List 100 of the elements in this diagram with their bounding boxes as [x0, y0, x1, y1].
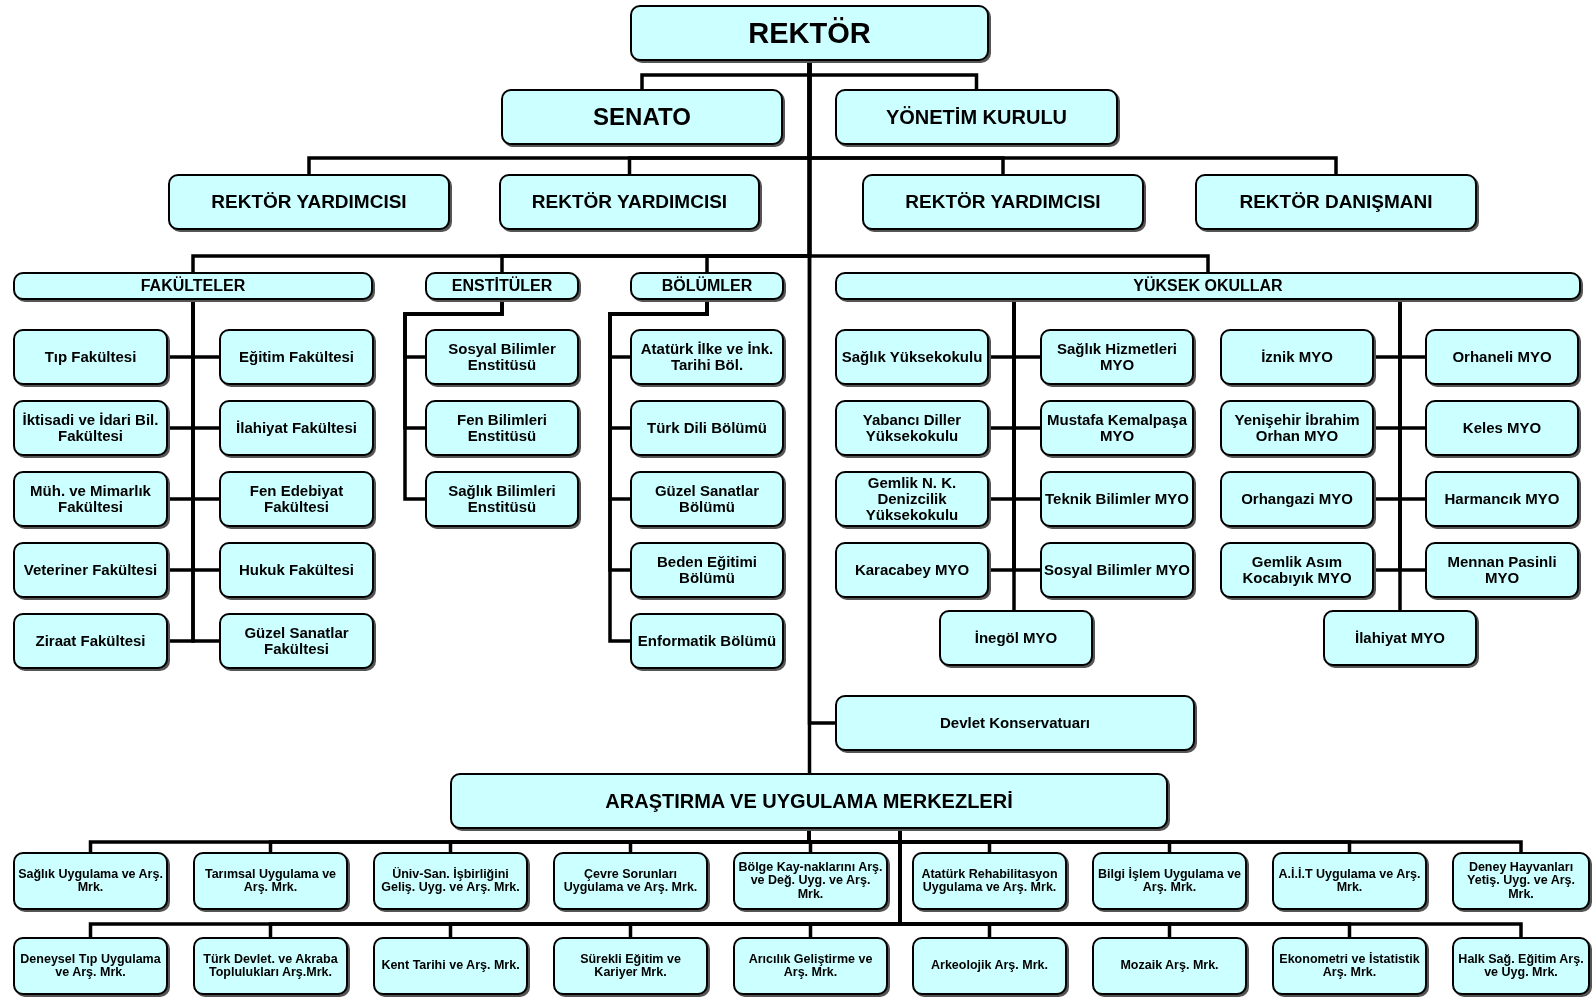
unit-name: YÜKSEK OKULLAR: [1133, 277, 1283, 295]
unit-name: Sağlık Uygulama ve Arş. Mrk.: [17, 867, 164, 895]
org-unit-box: [1040, 329, 1194, 385]
org-unit-box: [219, 542, 374, 598]
unit-name: Atatürk İlke ve İnk. Tarihi Böl.: [639, 341, 775, 373]
unit-name: Fen Bilimleri Enstitüsü: [456, 412, 548, 444]
org-unit-box: [553, 937, 708, 995]
org-unit-box: [1220, 400, 1374, 456]
connector-line: [1398, 300, 1402, 610]
org-unit-box: [450, 773, 1168, 829]
unit-name: Sağlık Bilimleri Enstitüsü: [447, 483, 557, 515]
org-unit-box: [1425, 542, 1579, 598]
org-unit-box: [862, 174, 1144, 230]
unit-name: Sosyal Bilimler MYO: [1044, 562, 1190, 578]
unit-name: Karacabey MYO: [854, 562, 970, 578]
org-unit-box: [835, 329, 989, 385]
org-unit-box: [1425, 400, 1579, 456]
org-unit-box: [835, 695, 1195, 751]
org-unit-box: [219, 613, 374, 669]
unit-name: REKTÖR: [748, 17, 871, 49]
unit-name: SENATO: [593, 104, 691, 130]
org-unit-box: [499, 174, 760, 230]
org-unit-box: [1092, 937, 1247, 995]
unit-name: Orhangazi MYO: [1241, 491, 1353, 507]
org-unit-box: [630, 329, 784, 385]
unit-name: YÖNETİM KURULU: [885, 106, 1068, 128]
org-unit-box: [13, 542, 168, 598]
unit-name: A.İ.İ.T Uygulama ve Arş. Mrk.: [1277, 867, 1422, 895]
unit-name: Beden Eğitimi Bölümü: [656, 554, 758, 586]
org-unit-box: [733, 937, 888, 995]
org-unit-box: [630, 400, 784, 456]
org-unit-box: [1195, 174, 1477, 230]
org-unit-box: [733, 852, 888, 910]
unit-name: Tıp Fakültesi: [44, 349, 137, 365]
org-unit-box: [501, 89, 783, 145]
org-unit-box: [912, 937, 1067, 995]
unit-name: Güzel Sanatlar Bölümü: [653, 483, 761, 515]
org-unit-box: [373, 852, 528, 910]
org-unit-box: [939, 610, 1093, 666]
org-unit-box: [219, 329, 374, 385]
unit-name: Arıcılık Geliştirme ve Arş. Mrk.: [747, 952, 874, 980]
unit-name: Fen Edebiyat Fakültesi: [248, 483, 345, 515]
org-unit-box: [219, 471, 374, 527]
unit-name: Harmancık MYO: [1444, 491, 1560, 507]
unit-name: REKTÖR YARDIMCISI: [211, 192, 407, 212]
unit-name: Tarımsal Uygulama ve Arş. Mrk.: [203, 867, 338, 895]
unit-name: ARAŞTIRMA VE UYGULAMA MERKEZLERİ: [605, 790, 1013, 812]
org-unit-box: [630, 272, 784, 300]
org-unit-box: [1040, 400, 1194, 456]
org-unit-box: [13, 471, 168, 527]
unit-name: Sağlık Hizmetleri MYO: [1055, 341, 1178, 373]
org-unit-box: [630, 5, 989, 61]
unit-name: Sürekli Eğitim ve Kariyer Mrk.: [579, 952, 682, 980]
unit-name: Sosyal Bilimler Enstitüsü: [447, 341, 557, 373]
org-unit-box: [1092, 852, 1247, 910]
org-unit-box: [1323, 610, 1477, 666]
unit-name: Bilgi İşlem Uygulama ve Arş. Mrk.: [1096, 867, 1243, 895]
org-unit-box: [193, 852, 348, 910]
org-unit-box: [630, 542, 784, 598]
unit-name: İnegöl MYO: [974, 630, 1058, 646]
org-unit-box: [13, 937, 168, 995]
org-unit-box: [835, 471, 989, 527]
unit-name: İktisadi ve İdari Bil. Fakültesi: [21, 412, 160, 444]
unit-name: Ziraat Fakültesi: [35, 633, 146, 649]
unit-name: İlahiyat MYO: [1355, 630, 1445, 646]
org-unit-box: [425, 471, 579, 527]
connector-line: [403, 300, 504, 501]
org-unit-box: [1425, 329, 1579, 385]
unit-name: İznik MYO: [1261, 349, 1333, 365]
unit-name: Sağlık Yüksekokulu: [841, 349, 983, 365]
org-unit-box: [13, 329, 168, 385]
unit-name: Devlet Konservatuarı: [939, 715, 1091, 731]
org-unit-box: [630, 471, 784, 527]
unit-name: REKTÖR YARDIMCISI: [531, 192, 728, 212]
unit-name: Bölge Kay-naklarını Arş. ve Değ. Uyg. ve Arş. Mrk.: [737, 861, 884, 901]
connector-line: [608, 300, 709, 643]
connector-line: [191, 300, 219, 643]
unit-name: Güzel Sanatlar Fakültesi: [243, 625, 350, 657]
unit-name: Deneysel Tıp Uygulama ve Arş. Mrk.: [19, 952, 162, 980]
unit-name: Keles MYO: [1462, 420, 1542, 436]
org-unit-box: [13, 400, 168, 456]
unit-name: Veteriner Fakültesi: [23, 562, 158, 578]
unit-name: Gemlik Asım Kocabıyık MYO: [1241, 554, 1353, 586]
connector-line: [1012, 300, 1016, 610]
unit-name: Kent Tarihi ve Arş. Mrk.: [381, 959, 520, 973]
org-unit-box: [630, 613, 784, 669]
unit-name: Mozaik Arş. Mrk.: [1120, 959, 1219, 973]
unit-name: Türk Dili Bölümü: [647, 420, 767, 436]
unit-name: Türk Devlet. ve Akraba Toplulukları Arş.Mrk.: [202, 952, 339, 980]
org-unit-box: [425, 400, 579, 456]
org-unit-box: [1452, 937, 1590, 995]
unit-name: Arkeolojik Arş. Mrk.: [931, 959, 1048, 973]
org-unit-box: [835, 400, 989, 456]
org-unit-box: [1452, 852, 1590, 910]
unit-name: Teknik Bilimler MYO: [1045, 491, 1189, 507]
org-unit-box: [13, 613, 168, 669]
unit-name: Üniv-San. İşbirliğini Geliş. Uyg. ve Arş. Mrk.: [380, 867, 521, 895]
unit-name: İlahiyat Fakültesi: [236, 420, 357, 436]
unit-name: BÖLÜMLER: [661, 277, 753, 295]
org-unit-box: [912, 852, 1067, 910]
